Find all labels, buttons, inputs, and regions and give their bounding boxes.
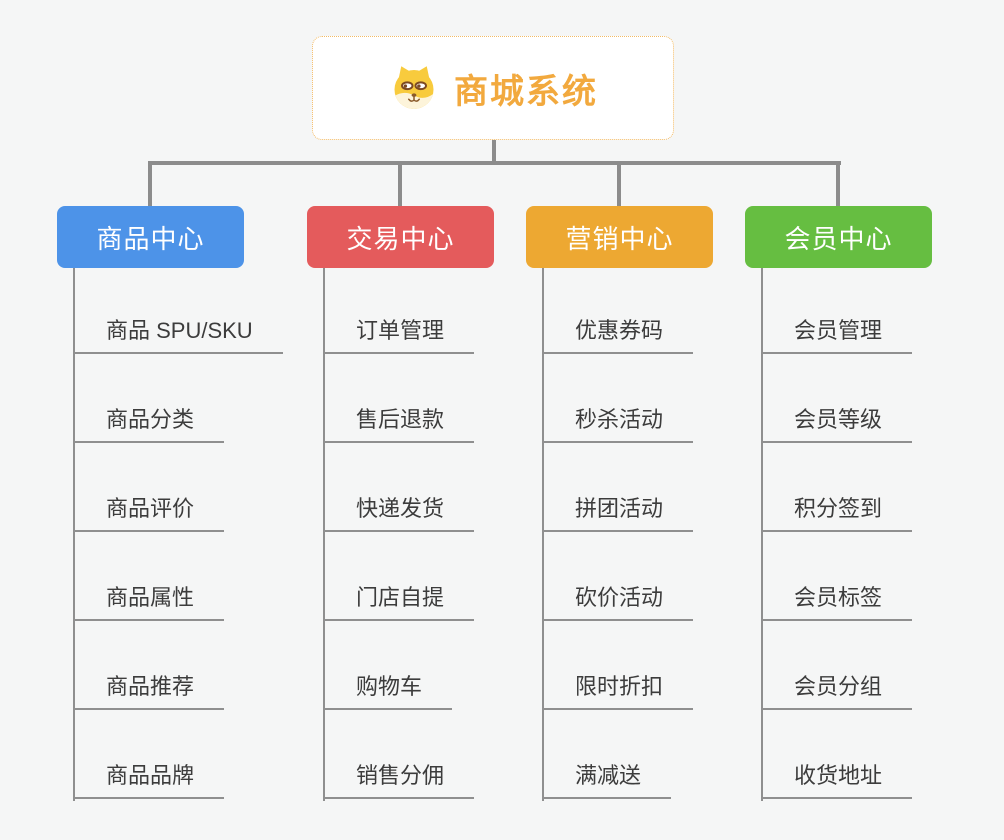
branch-children-products: 商品 SPU/SKU 商品分类 商品评价 商品属性 商品推荐 商品品牌: [73, 268, 283, 799]
trunk-members: [761, 268, 763, 801]
leaf-node[interactable]: 会员标签: [761, 580, 913, 621]
leaf-node[interactable]: 商品属性: [73, 580, 225, 621]
trunk-trade: [323, 268, 325, 801]
leaf-node[interactable]: 砍价活动: [542, 580, 694, 621]
root-node[interactable]: 商城系统: [312, 36, 674, 140]
branch-label: 交易中心: [346, 223, 455, 254]
leaf-node[interactable]: 门店自提: [323, 580, 475, 621]
branch-box-trade[interactable]: 交易中心: [307, 206, 494, 268]
trunk-marketing: [542, 268, 544, 801]
leaf-node[interactable]: 商品品牌: [73, 758, 225, 799]
branch-children-trade: 订单管理 售后退款 快递发货 门店自提 购物车 销售分佣: [323, 268, 475, 799]
connector-drop-trade: [398, 161, 402, 206]
leaf-node[interactable]: 商品评价: [73, 491, 225, 532]
leaf-node[interactable]: 会员分组: [761, 669, 913, 710]
branch-children-members: 会员管理 会员等级 积分签到 会员标签 会员分组 收货地址: [761, 268, 913, 799]
branch-label: 商品中心: [96, 223, 205, 254]
leaf-node[interactable]: 订单管理: [323, 313, 475, 354]
connector-root-vertical: [492, 140, 496, 162]
leaf-node[interactable]: 快递发货: [323, 491, 475, 532]
leaf-node[interactable]: 优惠券码: [542, 313, 694, 354]
branch-box-products[interactable]: 商品中心: [57, 206, 244, 268]
leaf-node[interactable]: 限时折扣: [542, 669, 694, 710]
connector-drop-members: [836, 161, 840, 206]
leaf-node[interactable]: 会员等级: [761, 402, 913, 443]
shiba-dog-face-icon: [388, 64, 440, 112]
leaf-node[interactable]: 积分签到: [761, 491, 913, 532]
root-title: 商城系统: [454, 72, 598, 111]
connector-horizontal: [148, 161, 841, 165]
leaf-node[interactable]: 秒杀活动: [542, 402, 694, 443]
connector-drop-products: [148, 161, 152, 206]
leaf-node[interactable]: 满减送: [542, 758, 672, 799]
branch-label: 营销中心: [565, 223, 674, 254]
leaf-node[interactable]: 商品推荐: [73, 669, 225, 710]
leaf-node[interactable]: 销售分佣: [323, 758, 475, 799]
branch-label: 会员中心: [784, 223, 893, 254]
leaf-node[interactable]: 售后退款: [323, 402, 475, 443]
leaf-node[interactable]: 拼团活动: [542, 491, 694, 532]
leaf-node[interactable]: 商品分类: [73, 402, 225, 443]
branch-box-marketing[interactable]: 营销中心: [526, 206, 713, 268]
branch-children-marketing: 优惠券码 秒杀活动 拼团活动 砍价活动 限时折扣 满减送: [542, 268, 694, 799]
trunk-products: [73, 268, 75, 801]
branch-box-members[interactable]: 会员中心: [745, 206, 932, 268]
connector-drop-marketing: [617, 161, 621, 206]
leaf-node[interactable]: 购物车: [323, 669, 453, 710]
leaf-node[interactable]: 商品 SPU/SKU: [73, 313, 283, 354]
leaf-node[interactable]: 收货地址: [761, 758, 913, 799]
leaf-node[interactable]: 会员管理: [761, 313, 913, 354]
